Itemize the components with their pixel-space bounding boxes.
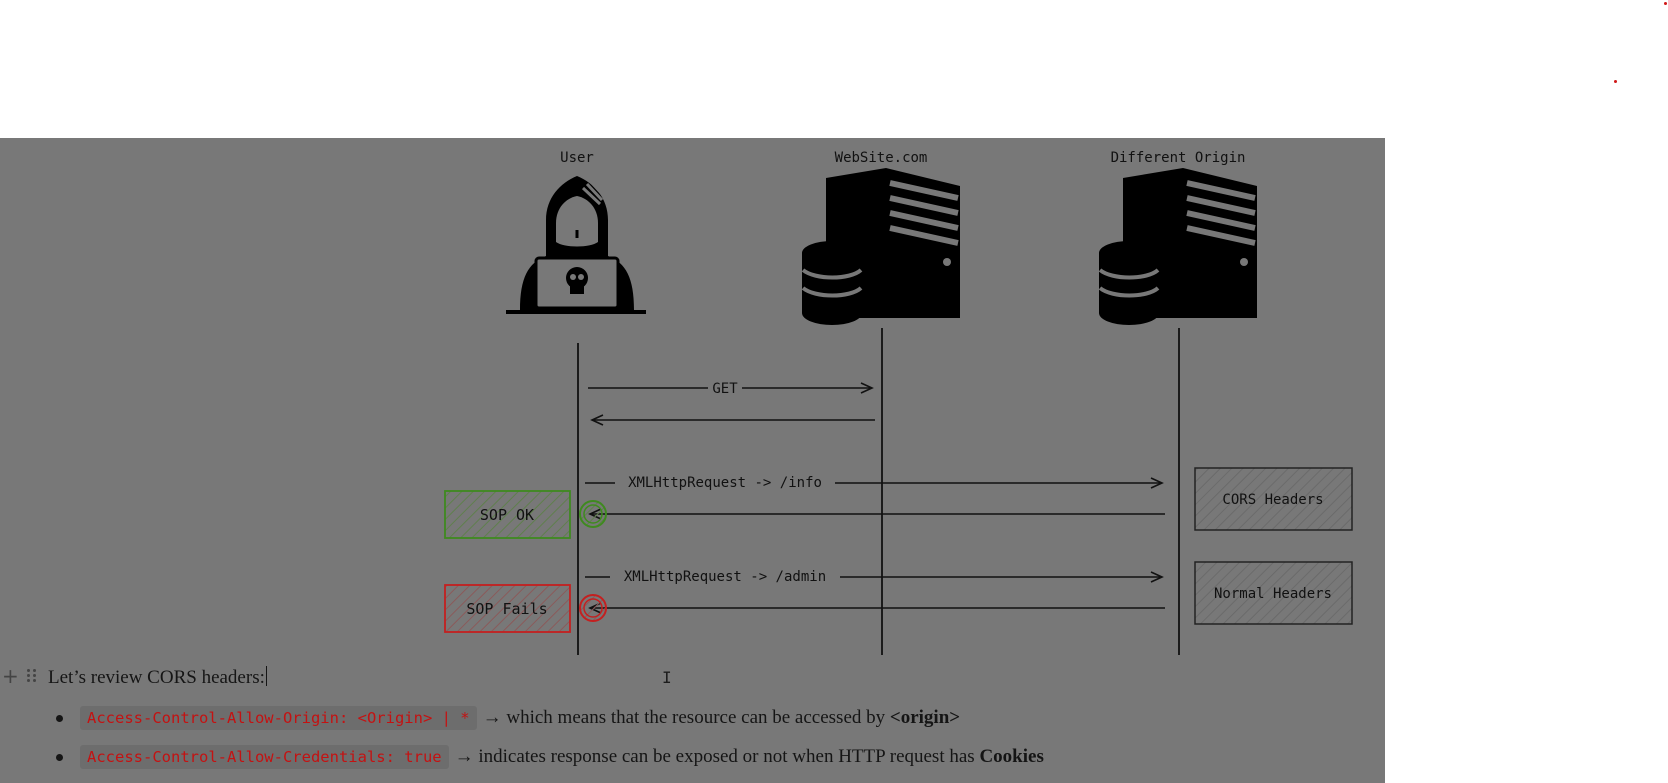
server-icon [801,168,960,325]
list-item[interactable]: Access-Control-Allow-Credentials: true →… [56,741,1044,773]
cors-diagram: User WebSite.com Different Origin [0,138,1385,783]
inline-code: Access-Control-Allow-Origin: <Origin> | … [80,706,477,730]
xhr-admin-label: XMLHttpRequest -> /admin [624,569,826,585]
cors-headers-box: CORS Headers [1194,467,1353,531]
add-block-icon[interactable]: + [2,664,19,688]
bullet-dot [56,714,63,722]
heading-label: Let’s review CORS headers: [48,667,265,688]
text-cursor-icon: I [662,668,672,687]
normal-headers-box: Normal Headers [1194,561,1353,625]
actor-label-website: WebSite.com [835,150,928,166]
inline-code: Access-Control-Allow-Credentials: true [80,745,449,769]
sequence-diagram: User WebSite.com Different Origin [444,150,1353,655]
bullet-dot [56,753,63,761]
corner-marker [1664,2,1667,5]
list-item-bold: Cookies [979,746,1044,767]
heading-block[interactable]: + Let’s review CORS headers: I [0,658,1385,698]
actor-label-user: User [560,150,594,166]
sop-fails-box: SOP Fails [444,584,607,633]
server-icon [1098,168,1257,325]
sop-ok-box: SOP OK [444,490,607,539]
hacker-icon [506,176,646,314]
list-item[interactable]: Access-Control-Allow-Origin: <Origin> | … [56,702,960,734]
list-item-text-before: → indicates response can be exposed or n… [454,746,980,767]
list-item-text: → which means that the resource can be a… [483,707,961,729]
text-caret [265,666,267,686]
sop-ok-label: SOP OK [480,506,534,524]
normal-headers-label: Normal Headers [1214,586,1332,602]
list-item-text: → indicates response can be exposed or n… [455,746,1044,768]
corner-marker [1614,80,1617,83]
drag-handle-icon[interactable] [27,668,39,684]
sop-fails-label: SOP Fails [466,600,547,618]
list-item-bold: <origin> [889,707,961,728]
get-label: GET [712,381,738,397]
list-item-text-before: → which means that the resource can be a… [482,707,890,728]
heading-text[interactable]: Let’s review CORS headers: [48,666,267,689]
cors-headers-label: CORS Headers [1222,492,1323,508]
xhr-info-label: XMLHttpRequest -> /info [628,475,822,491]
actor-label-different-origin: Different Origin [1111,150,1246,166]
